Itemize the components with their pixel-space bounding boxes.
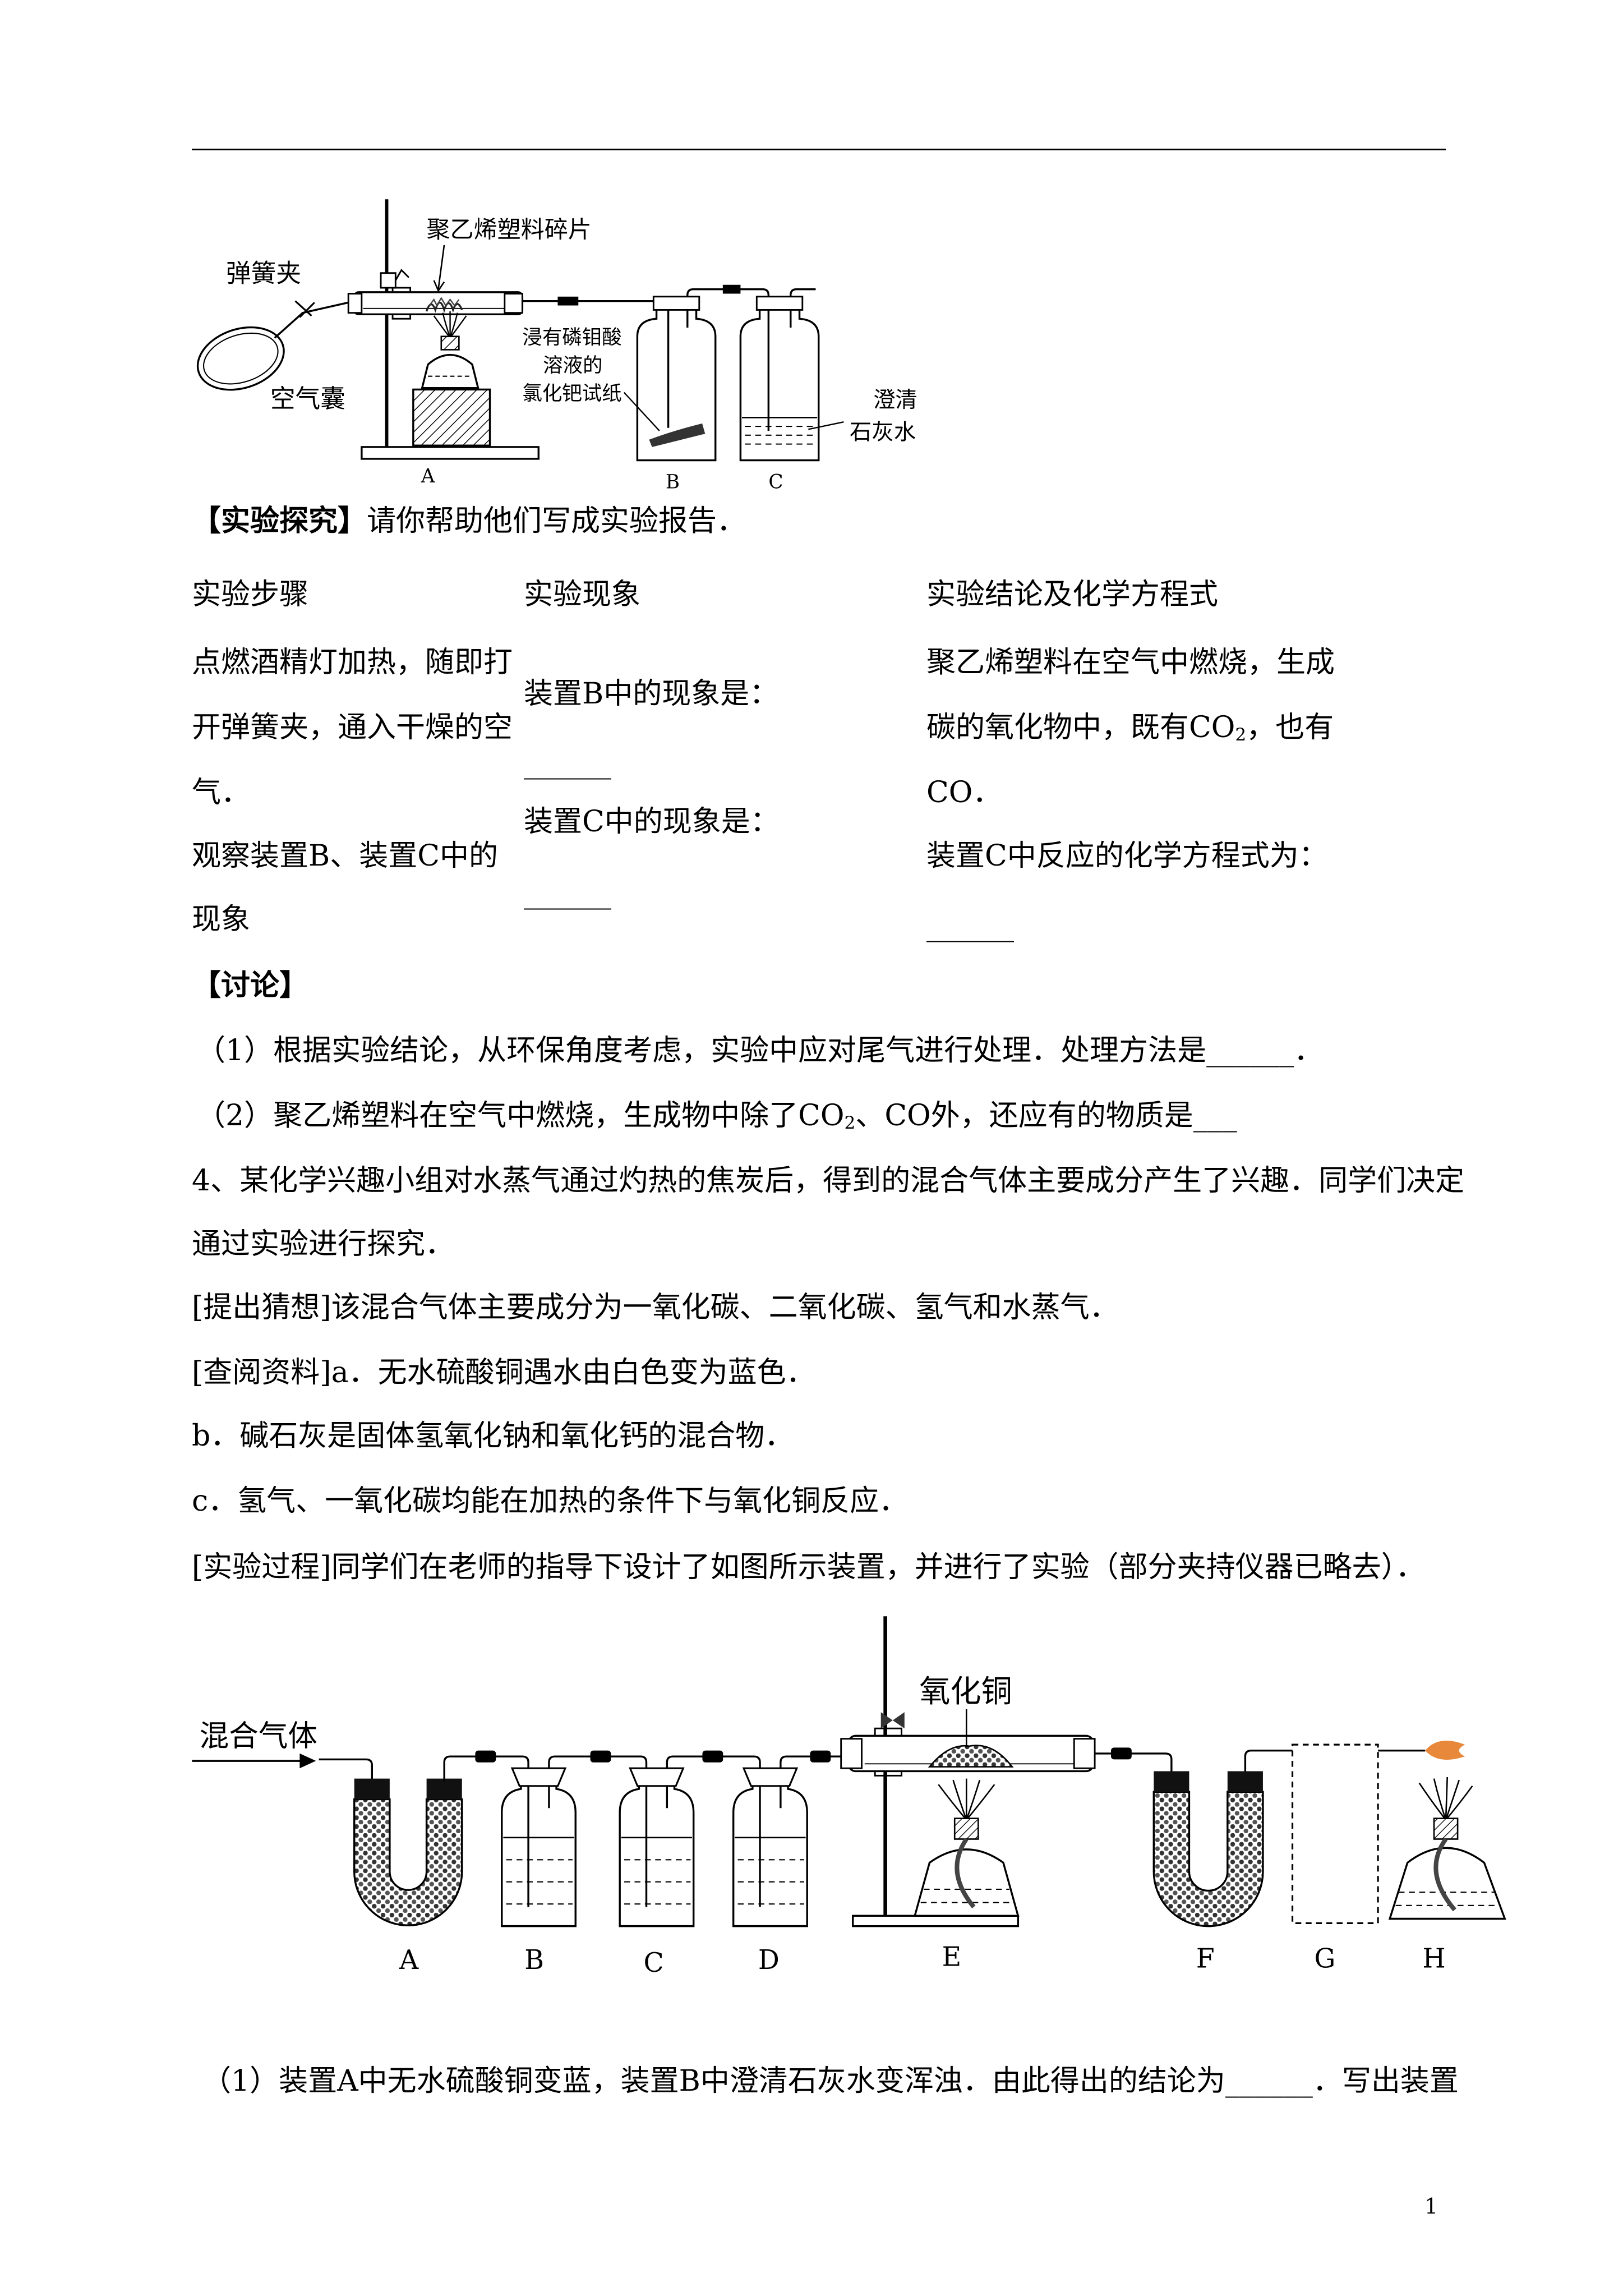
reaction-tube-e xyxy=(840,1709,1096,1773)
diagram-polyethylene-combustion: 聚乙烯塑料碎片 弹簧夹 空气囊 浸有磷钼酸 溶液的 氯化钯试纸 澄清 石灰水 A… xyxy=(196,199,917,493)
device-g-placeholder xyxy=(1291,1743,1379,1924)
letter-b: B xyxy=(666,471,680,493)
copper-oxide xyxy=(928,1745,1014,1768)
q4-part1: （1）装置A中无水硫酸铜变蓝，装置B中澄清石灰水变浑浊．由此得出的结论为____… xyxy=(202,2064,1459,2098)
explore-text: 请你帮助他们写成实验报告． xyxy=(367,504,746,538)
conclusion-text: 碳的氧化物中，既有CO xyxy=(926,711,1235,744)
table-header-phenomena: 实验现象 xyxy=(524,578,641,611)
bottle-c xyxy=(619,1767,695,1927)
conclusion-text: ，也有 xyxy=(1246,711,1334,744)
leader-lines xyxy=(433,245,844,431)
explore-line: 【实验探究】请你帮助他们写成实验报告． xyxy=(192,504,746,539)
letter-g: G xyxy=(1314,1943,1335,1974)
lab-jack-block xyxy=(412,388,491,447)
label-limewater-1: 澄清 xyxy=(873,387,917,413)
step-line: 点燃酒精灯加热，随即打 xyxy=(192,646,513,679)
discussion-heading: 【讨论】 xyxy=(192,968,309,1002)
alcohol-lamp-e xyxy=(913,1778,1020,1917)
q4-intro: 通过实验进行探究． xyxy=(192,1227,455,1261)
q4-intro: 4、某化学兴趣小组对水蒸气通过灼热的焦炭后，得到的混合气体主要成分产生了兴趣．同… xyxy=(192,1164,1465,1198)
discussion-q1: （1）根据实验结论，从环保角度考虑，实验中应对尾气进行处理．处理方法是_____… xyxy=(196,1034,1324,1068)
subscript: 2 xyxy=(1235,725,1247,746)
letter-a: A xyxy=(421,465,435,487)
letter-c: C xyxy=(768,471,783,493)
table-header-conclusions: 实验结论及化学方程式 xyxy=(926,578,1219,611)
label-mixed-gas: 混合气体 xyxy=(200,1719,317,1754)
conclusion-line: CO． xyxy=(926,776,1002,809)
label-spring-clip: 弹簧夹 xyxy=(226,259,301,288)
page-number: 1 xyxy=(1424,2194,1438,2219)
label-test-paper-1: 浸有磷钼酸 xyxy=(522,326,621,349)
header-rule xyxy=(192,149,1446,150)
q4-reference: b．碱石灰是固体氢氧化钠和氧化钙的混合物． xyxy=(192,1419,794,1453)
bottle-d xyxy=(732,1767,808,1927)
phenomenon-line: 装置B中的现象是： xyxy=(524,677,779,711)
diagram-mixed-gas-apparatus: 混合气体 氧化铜 A B C D E F G H xyxy=(192,1616,1506,1978)
label-polyethylene-pieces: 聚乙烯塑料碎片 xyxy=(427,216,592,243)
rubber-connectors xyxy=(475,1747,1132,1763)
letter-c: C xyxy=(644,1948,664,1978)
letter-h: H xyxy=(1422,1943,1445,1974)
q4-reference: c．氢气、一氧化碳均能在加热的条件下与氧化铜反应． xyxy=(192,1484,909,1518)
letter-e: E xyxy=(942,1942,962,1973)
bottle-c xyxy=(739,296,820,462)
air-bag-tube xyxy=(274,301,349,339)
bottle-b xyxy=(501,1767,577,1927)
q2-text: （2）聚乙烯塑料在空气中燃烧，生成物中除了CO xyxy=(196,1099,845,1133)
q4-hypothesis: [提出猜想]该混合气体主要成分为一氧化碳、二氧化碳、氢气和水蒸气． xyxy=(192,1291,1119,1324)
u-tube-f xyxy=(1152,1771,1264,1927)
label-test-paper-2: 溶液的 xyxy=(543,354,602,377)
u-tube-a xyxy=(319,1758,463,1926)
label-test-paper-3: 氯化钯试纸 xyxy=(522,382,621,405)
q2-text: 、CO外，还应有的物质是___ xyxy=(855,1099,1237,1133)
alcohol-lamp-a xyxy=(421,311,479,389)
plastic-pieces xyxy=(425,297,463,314)
q4-process: [实验过程]同学们在老师的指导下设计了如图所示装置，并进行了实验（部分夹持仪器已… xyxy=(192,1550,1425,1584)
letter-d: D xyxy=(758,1945,780,1976)
step-line: 现象 xyxy=(192,903,251,936)
conclusion-line: 装置C中反应的化学方程式为： xyxy=(926,839,1328,873)
iron-stand xyxy=(361,199,540,460)
step-line: 气． xyxy=(192,776,251,809)
explore-heading: 【实验探究】 xyxy=(192,504,367,538)
flame xyxy=(1425,1740,1465,1760)
answer-blank: ______ xyxy=(926,909,1014,942)
letter-b: B xyxy=(524,1945,544,1976)
air-bag xyxy=(196,326,285,391)
conclusion-line: 聚乙烯塑料在空气中燃烧，生成 xyxy=(926,646,1335,679)
answer-blank: ______ xyxy=(524,746,611,780)
answer-blank: ______ xyxy=(524,876,611,910)
label-air-bag: 空气囊 xyxy=(270,384,345,413)
q4-reference: [查阅资料]a．无水硫酸铜遇水由白色变为蓝色． xyxy=(192,1356,815,1389)
subscript: 2 xyxy=(844,1113,856,1134)
phenomenon-line: 装置C中的现象是： xyxy=(524,805,780,839)
letter-a: A xyxy=(399,1945,419,1976)
letter-f: F xyxy=(1196,1943,1215,1974)
bottle-b xyxy=(636,296,717,462)
spring-clip xyxy=(294,300,315,318)
test-paper xyxy=(649,423,706,447)
step-line: 开弹簧夹，通入干燥的空 xyxy=(192,711,513,744)
label-limewater-2: 石灰水 xyxy=(850,420,916,445)
label-copper-oxide: 氧化铜 xyxy=(919,1674,1012,1710)
conclusion-line: 碳的氧化物中，既有CO2，也有 xyxy=(926,711,1334,744)
inlet-arrow xyxy=(192,1753,316,1769)
table-header-steps: 实验步骤 xyxy=(192,578,309,611)
step-line: 观察装置B、装置C中的 xyxy=(192,839,499,873)
alcohol-lamp-h xyxy=(1388,1740,1506,1920)
discussion-q2: （2）聚乙烯塑料在空气中燃烧，生成物中除了CO2、CO外，还应有的物质是___ xyxy=(196,1099,1237,1133)
